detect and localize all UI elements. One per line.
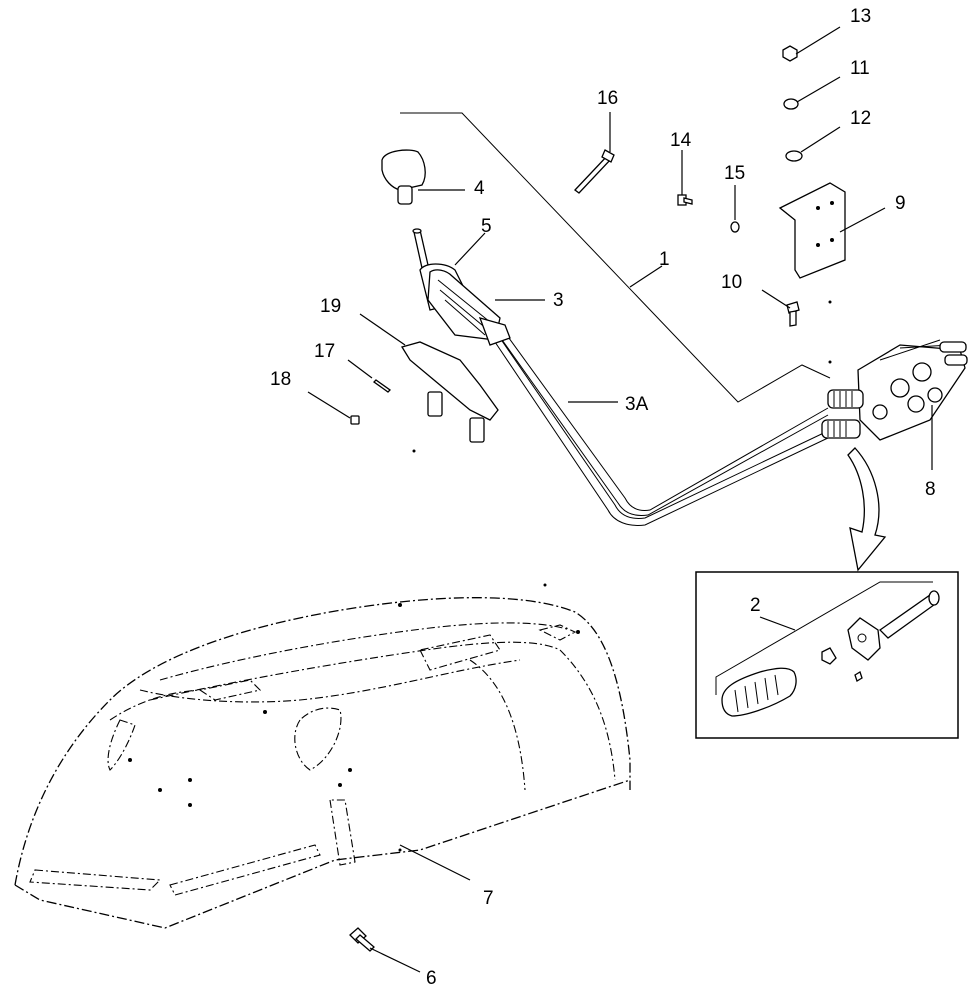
small-screw — [677, 194, 693, 206]
callout-19: 19 — [320, 296, 341, 317]
callout-13: 13 — [850, 6, 871, 27]
nut — [782, 45, 798, 62]
callout-3: 3 — [553, 290, 564, 311]
callout-7: 7 — [483, 888, 494, 909]
valve-bracket — [778, 182, 846, 279]
lock-washer — [730, 221, 740, 233]
callout-16: 16 — [597, 88, 618, 109]
long-bolt — [574, 149, 615, 194]
fender-bolt — [349, 927, 375, 952]
pin — [372, 379, 392, 393]
bolt — [786, 301, 800, 327]
callout-8: 8 — [925, 479, 936, 500]
flat-washer — [785, 150, 803, 162]
lock-washer-11 — [783, 98, 799, 110]
callout-12: 12 — [850, 108, 871, 129]
callout-11: 11 — [850, 58, 870, 79]
control-lever — [412, 228, 511, 346]
callout-3a: 3A — [625, 394, 649, 415]
callout-4: 4 — [474, 178, 485, 199]
callout-6: 6 — [426, 968, 437, 989]
control-cable — [494, 333, 831, 526]
callout-14: 14 — [670, 130, 692, 151]
callout-9: 9 — [895, 193, 906, 214]
control-valve — [821, 339, 968, 441]
callout-17: 17 — [314, 341, 335, 362]
callout-18: 18 — [270, 369, 291, 390]
detail-box — [695, 571, 959, 739]
item-1-outline-line — [400, 112, 831, 403]
mounting-bracket — [400, 341, 499, 443]
callout-10: 10 — [721, 272, 742, 293]
fender — [14, 597, 631, 929]
screw — [350, 415, 360, 425]
callout-5: 5 — [481, 216, 492, 237]
callout-2: 2 — [750, 595, 761, 616]
leader-lines — [307, 26, 933, 973]
knob — [381, 149, 426, 205]
callout-1: 1 — [659, 249, 670, 270]
detail-arrow — [847, 447, 887, 572]
callout-15: 15 — [724, 163, 745, 184]
